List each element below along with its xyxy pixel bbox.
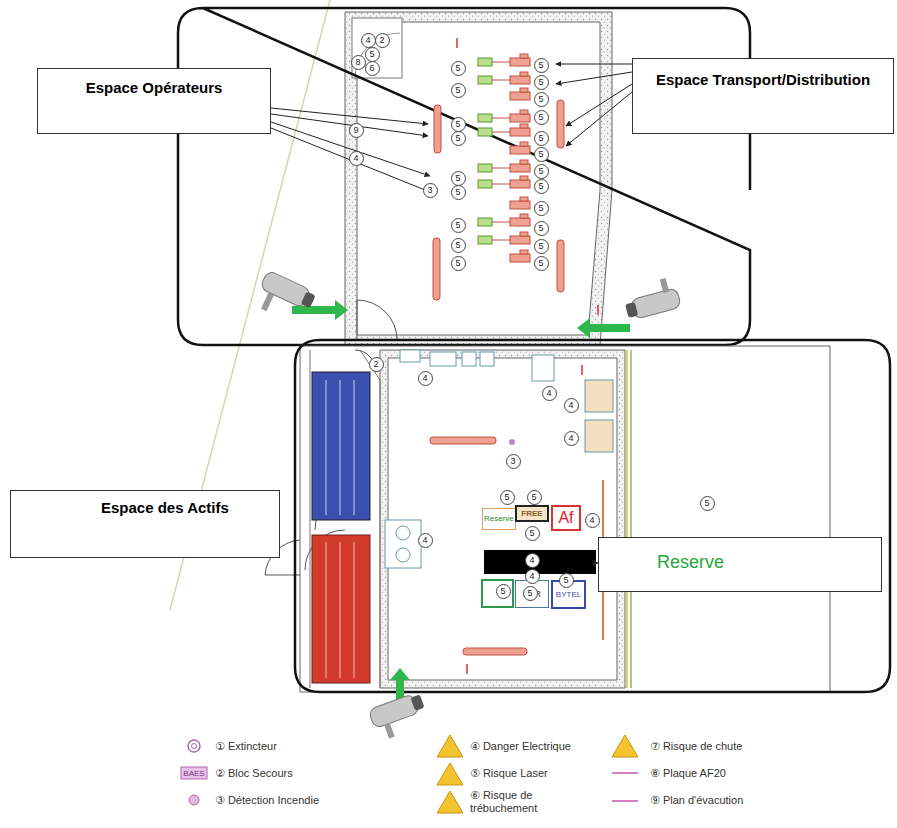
callout-number: 4 bbox=[525, 553, 540, 568]
legend-entry: ⑤ Risque Laser bbox=[470, 767, 610, 780]
legend-entry: ⑦ Risque de chute bbox=[650, 740, 850, 753]
callout-number: 5 bbox=[451, 218, 466, 233]
callout-number: 5 bbox=[451, 131, 466, 146]
callout-number: 5 bbox=[496, 584, 511, 599]
node-label: Espace Opérateurs bbox=[48, 79, 260, 96]
callout-number: 5 bbox=[534, 164, 549, 179]
zone-callout-box: Reserve bbox=[598, 537, 882, 592]
callout-number: 5 bbox=[534, 131, 549, 146]
callout-number: 5 bbox=[559, 573, 574, 588]
top-room-walls bbox=[345, 12, 612, 345]
callout-number: 5 bbox=[534, 110, 549, 125]
callout-number: 5 bbox=[451, 185, 466, 200]
callout-number: 3 bbox=[506, 454, 521, 469]
leader-line bbox=[271, 64, 632, 563]
callout-number: 5 bbox=[500, 490, 515, 505]
callout-number: 5 bbox=[365, 47, 380, 62]
legend-entry: ⑨ Plan d'évacution bbox=[650, 794, 850, 807]
callout-number: 5 bbox=[534, 92, 549, 107]
callout-number: 5 bbox=[523, 586, 538, 601]
access-arrow bbox=[292, 300, 630, 700]
rack bbox=[433, 100, 564, 300]
callout-number: 5 bbox=[700, 496, 715, 511]
callout-number: 4 bbox=[542, 386, 557, 401]
node-label: Reserve bbox=[484, 514, 514, 523]
legend-entry: ② Bloc Secours bbox=[215, 767, 415, 780]
callout-number: 5 bbox=[525, 526, 540, 541]
legend-entry: ⑧ Plaque AF20 bbox=[650, 767, 850, 780]
callout-number: 2 bbox=[369, 357, 384, 372]
zone-callout-box: Espace Opérateurs bbox=[37, 68, 271, 134]
callout-number: 4 bbox=[564, 431, 579, 446]
callout-number: 5 bbox=[534, 201, 549, 216]
zone-callout-box: Espace Transport/Distribution bbox=[632, 58, 894, 134]
callout-number: 5 bbox=[451, 83, 466, 98]
callout-number: 3 bbox=[423, 183, 438, 198]
callout-number: 4 bbox=[525, 569, 540, 584]
callout-number: 9 bbox=[349, 123, 364, 138]
equipment-box: FREE bbox=[515, 505, 549, 522]
callout-number: 4 bbox=[418, 371, 433, 386]
node-label: Af bbox=[554, 509, 578, 527]
equipment-box: Reserve bbox=[482, 508, 516, 530]
camera bbox=[252, 270, 682, 742]
legend-entry: ③ Détection Incendie bbox=[215, 794, 415, 807]
callout-number: 5 bbox=[534, 75, 549, 90]
callout-number: 5 bbox=[451, 238, 466, 253]
equipment-box: Af bbox=[551, 505, 581, 531]
legend-entry: ⑥ Risque de trébuchement bbox=[470, 789, 585, 815]
node-label: Espace des Actifs bbox=[101, 499, 269, 516]
node-label: FREE bbox=[518, 509, 546, 518]
callout-number: 5 bbox=[451, 256, 466, 271]
callout-number: 5 bbox=[451, 171, 466, 186]
node-label: Espace Transport/Distribution bbox=[639, 69, 887, 91]
callout-number: 5 bbox=[534, 58, 549, 73]
callout-number: 2 bbox=[375, 33, 390, 48]
callout-number: 5 bbox=[534, 256, 549, 271]
zone-frame bbox=[295, 340, 890, 692]
callout-number: 4 bbox=[564, 398, 579, 413]
legend-entry: ① Extincteur bbox=[215, 740, 415, 753]
callout-number: 5 bbox=[527, 490, 542, 505]
callout-number: 6 bbox=[365, 61, 380, 76]
callout-number: 5 bbox=[534, 147, 549, 162]
callout-number: 4 bbox=[418, 533, 433, 548]
callout-number: 5 bbox=[451, 61, 466, 76]
callout-number: 5 bbox=[534, 239, 549, 254]
callout-number: 5 bbox=[534, 221, 549, 236]
node-label: Reserve bbox=[657, 552, 871, 573]
callout-number: 4 bbox=[349, 151, 364, 166]
legend-entry: ④ Danger Electrique bbox=[470, 740, 610, 753]
node-label: BYTEL bbox=[554, 590, 583, 599]
callout-number: 4 bbox=[361, 33, 376, 48]
bottom-room-walls bbox=[265, 38, 830, 692]
equipment-rows bbox=[478, 54, 530, 262]
callout-number: 4 bbox=[585, 513, 600, 528]
sign-label: BAES bbox=[183, 769, 204, 778]
equipment-box bbox=[482, 580, 513, 607]
legend-symbols bbox=[181, 735, 638, 813]
zone-callout-box: Espace des Actifs bbox=[10, 490, 280, 558]
callout-number: 8 bbox=[351, 55, 366, 70]
callout-number: 5 bbox=[451, 117, 466, 132]
callout-number: 5 bbox=[534, 179, 549, 194]
